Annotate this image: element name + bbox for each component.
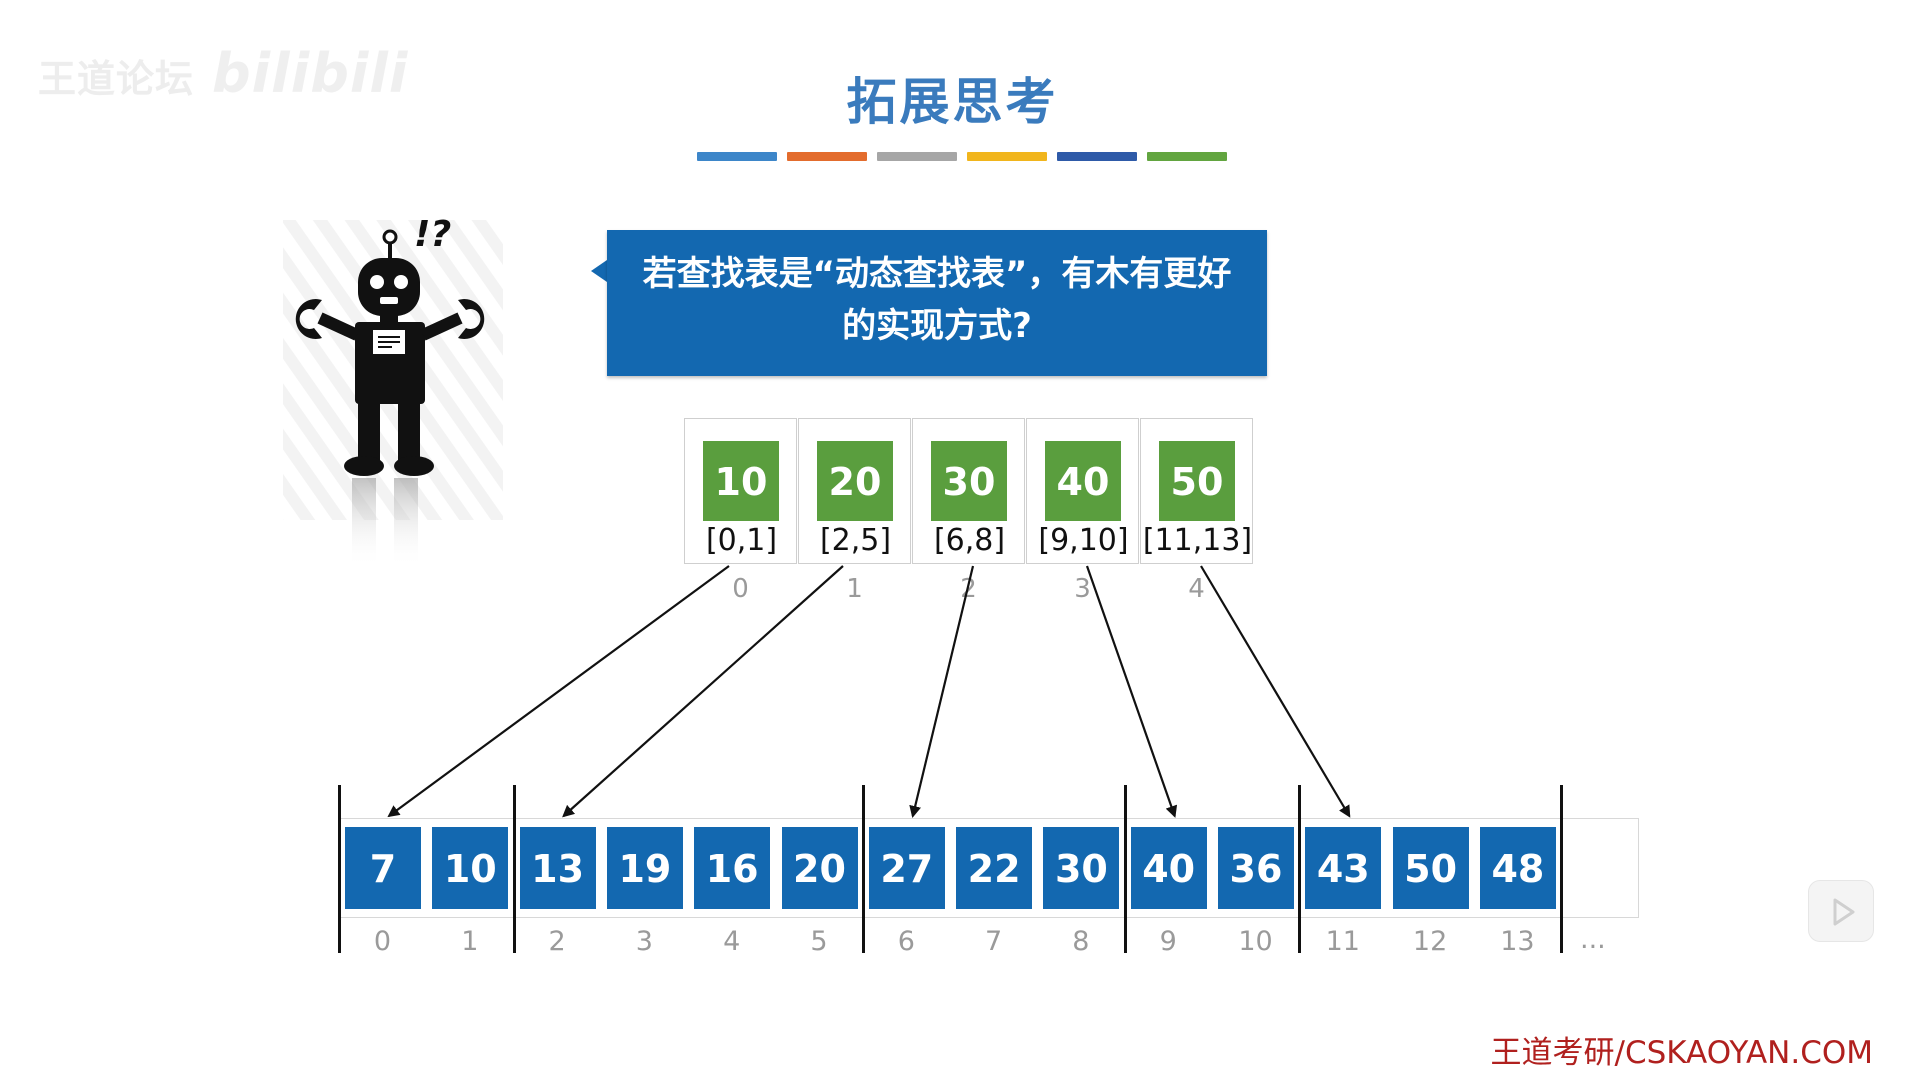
array-cell: 43	[1305, 827, 1382, 909]
index-key: 20	[817, 441, 893, 521]
block-divider	[1560, 785, 1564, 953]
play-icon	[1833, 898, 1855, 926]
question-bubble: 若查找表是“动态查找表”，有木有更好 的实现方式?	[607, 230, 1267, 376]
block-divider	[338, 785, 341, 953]
array-index: 6	[897, 926, 915, 957]
index-key: 30	[931, 441, 1007, 521]
index-position: 0	[732, 574, 749, 604]
array-index: 9	[1159, 926, 1177, 957]
array-index: 12	[1412, 926, 1448, 957]
play-button[interactable]	[1808, 880, 1874, 942]
array-cell: 40	[1130, 827, 1207, 909]
color-bar	[967, 152, 1047, 161]
color-bar	[697, 152, 777, 161]
color-bar	[877, 152, 957, 161]
array-index: 10	[1238, 926, 1273, 957]
index-key: 10	[703, 441, 779, 521]
array-index: 3	[635, 926, 653, 957]
watermark-site: 王道论坛	[38, 57, 195, 101]
index-position: 3	[1074, 574, 1091, 604]
index-entry: 20[2,5]	[798, 418, 911, 564]
array-cell: 50	[1392, 827, 1469, 909]
question-line-2: 的实现方式?	[842, 306, 1032, 346]
slide-title: 拓展思考	[846, 73, 1059, 131]
array-index: 8	[1072, 926, 1090, 957]
array-cell: 20	[781, 827, 858, 909]
question-line-1: 若查找表是“动态查找表”，有木有更好	[642, 254, 1232, 294]
footer-brand: 王道考研/CSKAOYAN.COM	[1490, 1035, 1874, 1071]
block-divider	[512, 785, 516, 953]
index-range: [2,5]	[819, 523, 892, 558]
array-ellipsis: ...	[1580, 924, 1606, 955]
pointer-arrow	[387, 565, 730, 818]
index-range: [9,10]	[1038, 523, 1129, 558]
index-position: 2	[960, 574, 977, 604]
color-bar	[787, 152, 867, 161]
index-range: [0,1]	[705, 523, 778, 558]
index-range: [11,13]	[1142, 523, 1253, 558]
array-cell: 48	[1479, 827, 1556, 909]
array-index: 7	[985, 926, 1003, 957]
array-cell: 22	[956, 827, 1033, 909]
watermark: 王道论坛 bilibili	[38, 42, 408, 105]
array-cell: 36	[1218, 827, 1294, 909]
array-index: 13	[1500, 926, 1535, 957]
index-entry: 30[6,8]	[912, 418, 1025, 564]
bilibili-logo: bilibili	[212, 42, 409, 105]
index-position: 1	[846, 574, 863, 604]
index-key: 40	[1045, 441, 1121, 521]
array-cell: 27	[868, 827, 945, 909]
index-position: 4	[1188, 574, 1205, 604]
index-range: [6,8]	[933, 523, 1006, 558]
array-cell: 7	[345, 827, 421, 909]
block-divider	[1123, 785, 1127, 953]
index-entry: 50[11,13]	[1140, 418, 1253, 564]
array-cell: 13	[519, 827, 596, 909]
array-index: 2	[548, 926, 566, 957]
index-entry: 40[9,10]	[1026, 418, 1139, 564]
array-cell: 19	[606, 827, 683, 909]
array-cell: 10	[432, 827, 509, 909]
color-bar	[1147, 152, 1227, 161]
array-index: 5	[810, 926, 828, 957]
index-key: 50	[1159, 441, 1235, 521]
color-bar	[1057, 152, 1137, 161]
robot-exclaim: !?	[414, 214, 451, 255]
array-index: 11	[1325, 926, 1360, 957]
block-divider	[861, 785, 865, 953]
array-cell: 16	[694, 827, 771, 909]
array-index: 4	[723, 926, 741, 957]
array-index: 1	[461, 926, 479, 957]
block-divider	[1298, 785, 1302, 953]
array-index: 0	[373, 926, 392, 957]
array-cell: 30	[1043, 827, 1120, 909]
bubble-tail	[591, 260, 607, 282]
index-entry: 10[0,1]	[684, 418, 797, 564]
main-array-frame	[339, 818, 1639, 918]
